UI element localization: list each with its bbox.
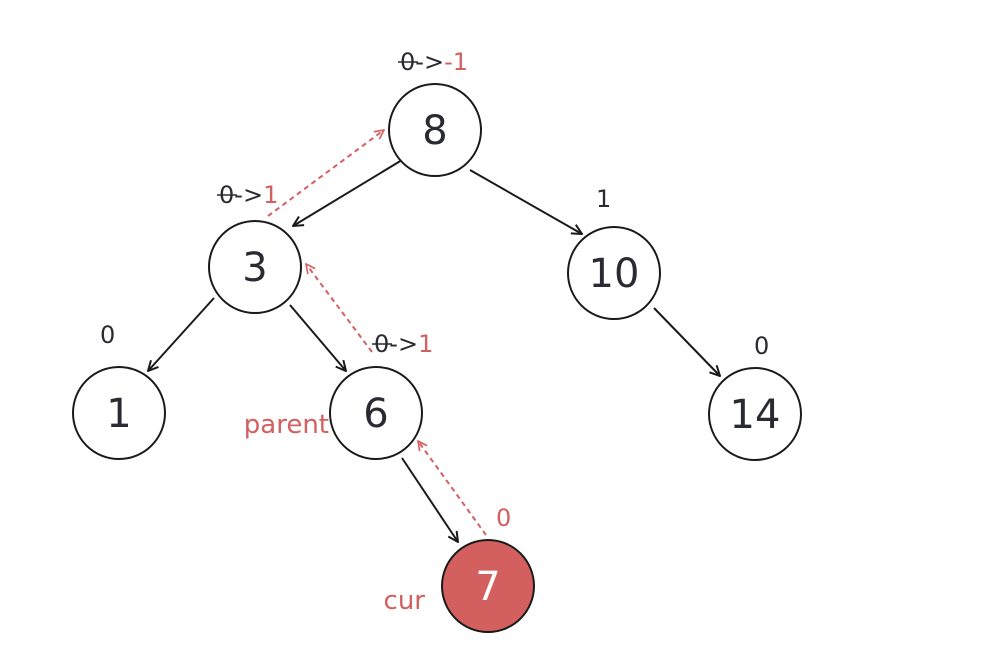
update-arrow-6-3 <box>306 264 373 353</box>
node-label: 14 <box>730 392 781 438</box>
tree-node-7: 7 <box>441 539 535 633</box>
balance-factor-10: 1 <box>596 185 611 213</box>
balance-factor-1: 0 <box>100 321 115 349</box>
node-label: 6 <box>363 391 388 437</box>
svg-text:0->1: 0->1 <box>374 330 433 358</box>
tree-node-3: 3 <box>208 220 302 314</box>
tree-node-6: 6 <box>329 366 423 460</box>
tree-node-14: 14 <box>708 367 802 461</box>
new-balance-factor: -1 <box>444 48 468 76</box>
balance-factor-6: 0->1 <box>372 330 433 358</box>
edge-8-3 <box>293 159 403 226</box>
edge-3-6 <box>289 304 346 371</box>
node-label: 7 <box>475 564 500 610</box>
node-label: 8 <box>422 108 447 154</box>
edge-3-1 <box>148 297 215 371</box>
update-arrow-3-8 <box>267 130 384 217</box>
update-arrow-7-6 <box>418 441 487 536</box>
node-label: 3 <box>242 245 267 291</box>
balance-factor-14: 0 <box>754 332 769 360</box>
balance-factor-8: 0->-1 <box>398 48 468 76</box>
edge-6-7 <box>401 457 458 542</box>
new-balance-factor: 1 <box>263 181 278 209</box>
update-arrow-text: -> <box>389 330 418 358</box>
edge-8-10 <box>469 169 582 234</box>
tree-node-10: 10 <box>567 226 661 320</box>
balance-factor-7: 0 <box>496 504 511 532</box>
node-label: 1 <box>106 391 131 437</box>
update-arrow-text: -> <box>415 48 444 76</box>
cur-pointer-label: cur <box>384 586 426 616</box>
edge-10-14 <box>653 307 720 376</box>
update-arrow-text: -> <box>234 181 263 209</box>
tree-node-8: 8 <box>388 83 482 177</box>
new-balance-factor: 1 <box>418 330 433 358</box>
node-label: 10 <box>589 251 640 297</box>
tree-node-1: 1 <box>72 366 166 460</box>
balance-factor-3: 0->1 <box>217 181 278 209</box>
parent-pointer-label: parent <box>244 410 329 440</box>
